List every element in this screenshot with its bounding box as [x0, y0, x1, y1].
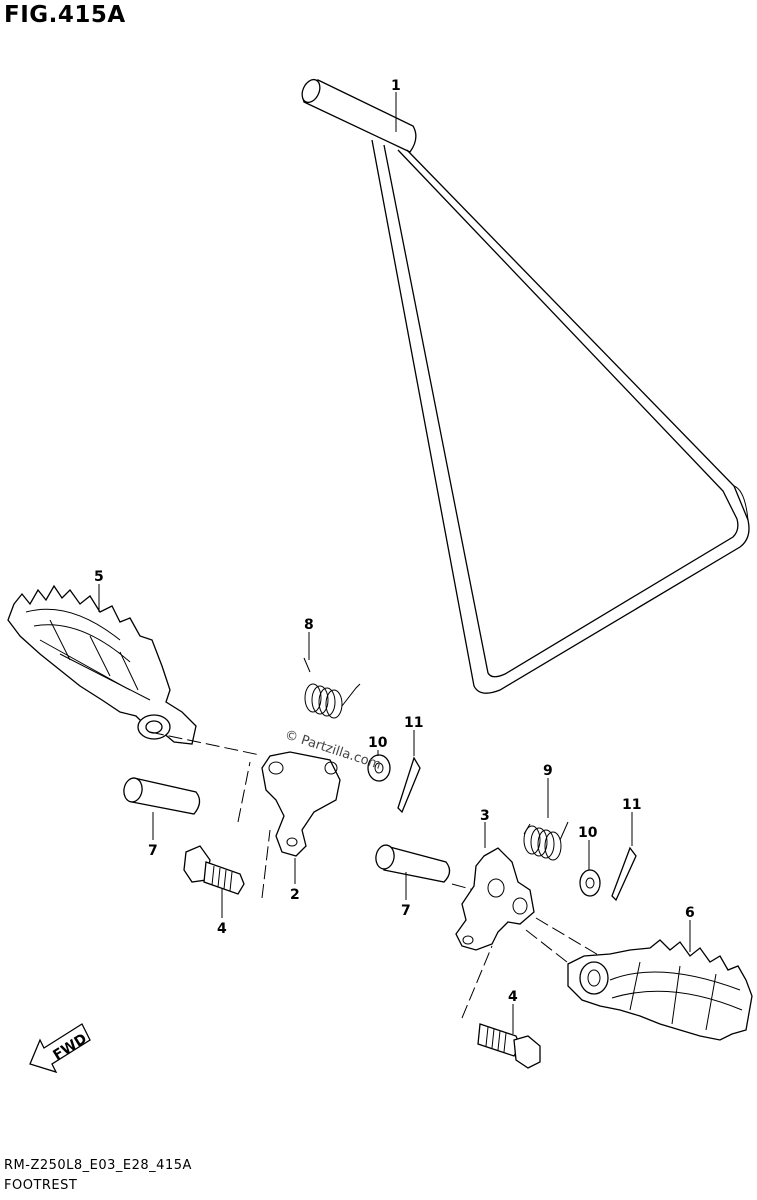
figure-title: FIG.415A	[4, 2, 126, 28]
left-cotter-pin[interactable]	[397, 756, 421, 814]
callout-2: 2	[290, 887, 300, 903]
callout-1: 1	[391, 78, 401, 94]
right-spring[interactable]	[523, 821, 569, 861]
callout-4-left: 4	[217, 921, 227, 937]
right-washer[interactable]	[579, 869, 601, 897]
callout-9: 9	[543, 763, 553, 779]
callout-11-right: 11	[622, 797, 641, 813]
callout-4-right: 4	[508, 989, 518, 1005]
leader-lines	[98, 92, 691, 1034]
callout-labels: 1 2 3 4 4 5 6 7 7 8 9 10 10 11 11	[94, 78, 695, 1005]
left-bracket-bolt[interactable]	[183, 845, 245, 895]
callout-7-left: 7	[148, 843, 158, 859]
left-footrest-bracket[interactable]	[261, 751, 341, 857]
callout-11-left: 11	[404, 715, 423, 731]
callout-8: 8	[304, 617, 314, 633]
left-washer[interactable]	[367, 754, 391, 782]
left-footrest-pin[interactable]	[122, 777, 201, 815]
callout-5: 5	[94, 569, 104, 585]
fwd-direction-arrow: FWD	[29, 1023, 91, 1074]
callout-10-left: 10	[368, 735, 388, 751]
diagram-caption: FOOTREST	[4, 1178, 78, 1193]
right-footrest[interactable]	[567, 939, 753, 1041]
diagram-code: RM-Z250L8_E03_E28_415A	[4, 1158, 192, 1173]
side-stand[interactable]	[299, 77, 750, 694]
callout-7-right: 7	[401, 903, 411, 919]
right-footrest-pin[interactable]	[374, 844, 451, 883]
right-footrest-bracket[interactable]	[455, 847, 535, 951]
callout-3: 3	[480, 808, 490, 824]
callout-10-right: 10	[578, 825, 598, 841]
left-spring[interactable]	[303, 657, 361, 719]
callout-6: 6	[685, 905, 695, 921]
left-footrest[interactable]	[7, 584, 197, 745]
right-bracket-bolt[interactable]	[477, 1023, 541, 1069]
right-cotter-pin[interactable]	[611, 846, 637, 902]
